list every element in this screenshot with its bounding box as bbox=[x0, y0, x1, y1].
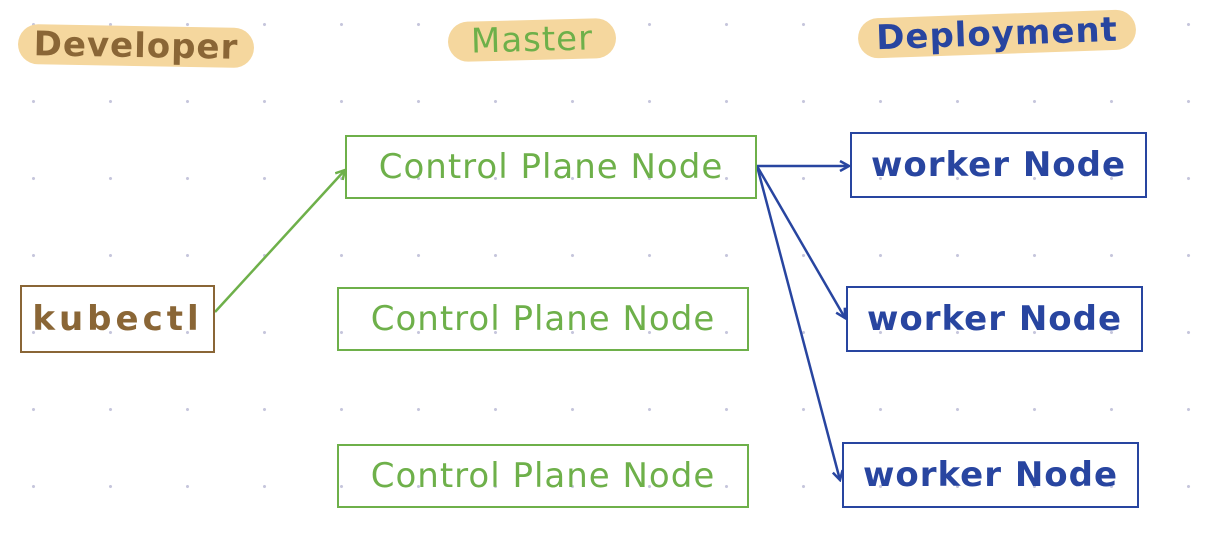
control-plane-node-3: Control Plane Node bbox=[337, 444, 749, 508]
worker-node-1: worker Node bbox=[850, 132, 1147, 198]
arrow-kubectl-to-control-plane bbox=[214, 170, 345, 313]
arrow-control-plane-to-worker-3 bbox=[755, 165, 840, 480]
control-plane-node-2: Control Plane Node bbox=[337, 287, 749, 351]
kubectl-node: kubectl bbox=[20, 285, 215, 353]
worker-node-3: worker Node bbox=[842, 442, 1139, 508]
arrow-control-plane-to-worker-2 bbox=[755, 165, 845, 318]
control-plane-node-1: Control Plane Node bbox=[345, 135, 757, 199]
worker-node-2: worker Node bbox=[846, 286, 1143, 352]
